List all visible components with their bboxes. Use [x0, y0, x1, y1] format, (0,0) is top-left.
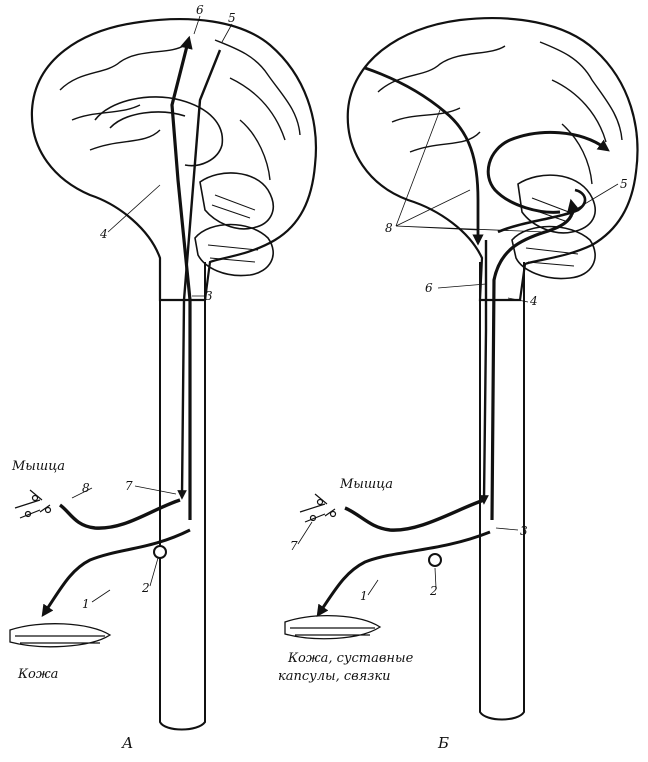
callout-b-6: 6 [425, 281, 433, 295]
callout-a-7: 7 [125, 479, 133, 493]
pathway-b-descending [479, 240, 489, 505]
brain-a-gyri [59, 39, 301, 181]
callout-a-5: 5 [228, 11, 236, 25]
muscle-label-b: Мышца [339, 477, 393, 492]
pathway-b-loop [486, 131, 610, 214]
callout-a-1: 1 [82, 597, 90, 611]
callout-b-3: 3 [520, 524, 528, 538]
skin-label-b-line1: Кожа, суставные [287, 651, 414, 666]
callout-b-4: 4 [529, 294, 538, 308]
pathway-a-ascending [170, 35, 193, 520]
nerve-b-motor [344, 498, 485, 532]
panel-a: Мышца Кожа А 1 2 3 4 5 6 7 8 [9, 3, 317, 752]
panel-label-a: А [121, 734, 133, 752]
pathway-b-cerebellar [497, 188, 587, 234]
brain-b-outline [346, 17, 639, 302]
skin-label-a: Кожа [17, 667, 58, 682]
muscle-label-a: Мышца [11, 459, 65, 474]
skin-a [9, 623, 112, 648]
nerve-a-sensory [41, 528, 191, 617]
brain-a-callosum [94, 96, 224, 167]
callout-a-2: 2 [141, 581, 150, 595]
pathway-a-descending [177, 49, 222, 500]
panel-b: Мышца Кожа, суставные капсулы, связки Б … [278, 17, 639, 752]
leader-lines-b [297, 109, 619, 596]
ganglion-b [428, 553, 442, 567]
skin-label-b-line2: капсулы, связки [278, 669, 391, 684]
callout-b-8: 8 [385, 221, 393, 235]
cerebellum-b [511, 174, 596, 280]
nerve-a-motor [58, 498, 181, 530]
callout-b-2: 2 [429, 584, 438, 598]
muscle-endings-b [299, 493, 337, 523]
callout-a-6: 6 [196, 3, 204, 17]
leader-lines-a [71, 15, 233, 603]
callout-b-5: 5 [620, 177, 628, 191]
callout-b-7: 7 [290, 539, 298, 553]
callout-b-1: 1 [360, 589, 368, 603]
ganglion-a [153, 545, 167, 559]
spinal-cord-b [479, 262, 525, 721]
spinal-cord-a [159, 262, 206, 731]
callout-a-4: 4 [99, 227, 108, 241]
nerve-b-sensory [316, 530, 491, 617]
pathway-b-cortical [364, 66, 484, 246]
panel-label-b: Б [437, 734, 449, 752]
skin-b [284, 615, 382, 640]
callout-a-8: 8 [82, 481, 90, 495]
cerebellum-a [194, 172, 274, 277]
brain-b-gyri [377, 41, 623, 185]
muscle-endings-a [14, 489, 52, 519]
brain-a-outline [30, 18, 317, 302]
callout-a-3: 3 [205, 289, 213, 303]
